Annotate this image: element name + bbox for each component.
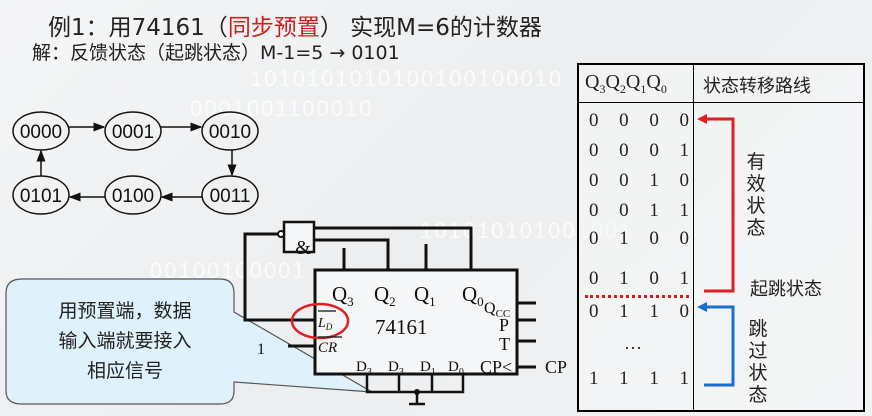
state-diagram: 0000 0001 0010 0011 0100 0101 bbox=[12, 111, 259, 215]
jump-divider-dotted bbox=[585, 295, 689, 298]
svg-text:0011: 0011 bbox=[210, 186, 251, 207]
title-suffix: ） 实现M=6的计数器 bbox=[319, 15, 542, 41]
inversion-bubble bbox=[277, 230, 285, 238]
transition-brackets bbox=[697, 114, 735, 387]
state-node: 0100 bbox=[104, 175, 162, 215]
state-node: 0010 bbox=[201, 111, 259, 151]
table-divider bbox=[693, 65, 694, 410]
header-state-bits: Q3Q2Q1Q0 bbox=[585, 71, 667, 96]
jump-state-label: 起跳状态 bbox=[750, 279, 822, 300]
callout-line: 输入端就要接入 bbox=[58, 330, 192, 352]
circuit-labels: & Q3 Q2 Q1 Q0 QCC P T CP< CP 74161 LD CR… bbox=[257, 237, 567, 378]
svg-text:CR: CR bbox=[318, 340, 337, 356]
svg-text:CP<: CP< bbox=[480, 357, 512, 377]
nand-gate bbox=[282, 220, 316, 254]
header-transition-path: 状态转移路线 bbox=[703, 76, 811, 97]
state-node: 0001 bbox=[104, 111, 162, 151]
callout-line: 用预置端，数据 bbox=[58, 300, 192, 322]
valid-state-bracket bbox=[704, 117, 735, 293]
skip-state-label: 跳过状态 bbox=[748, 318, 768, 406]
solution-subtitle: 解：反馈状态（起跳状态）M-1=5 → 0101 bbox=[32, 42, 400, 64]
svg-text:74161: 74161 bbox=[375, 315, 428, 339]
svg-text:CP: CP bbox=[545, 357, 567, 377]
state-node: 0011 bbox=[201, 175, 259, 215]
table-ellipsis: … bbox=[624, 333, 642, 353]
svg-text:0001: 0001 bbox=[112, 122, 154, 143]
state-node: 0101 bbox=[12, 175, 70, 215]
svg-text:1: 1 bbox=[257, 341, 265, 358]
circuit-74161 bbox=[243, 220, 536, 406]
svg-text:T: T bbox=[499, 334, 510, 354]
table-divider bbox=[579, 102, 863, 103]
svg-text:0000: 0000 bbox=[20, 122, 62, 143]
svg-text:&: & bbox=[295, 237, 311, 259]
title-highlight: 同步预置 bbox=[227, 15, 320, 41]
svg-text:P: P bbox=[499, 315, 509, 335]
arrow-left-icon bbox=[697, 302, 707, 312]
callout-line: 相应信号 bbox=[86, 360, 163, 382]
state-node: 0000 bbox=[12, 111, 70, 151]
state-transition-arrows bbox=[36, 122, 237, 202]
arrow-left-icon bbox=[697, 114, 707, 124]
callout-bubble bbox=[5, 278, 373, 405]
svg-text:0100: 0100 bbox=[112, 186, 154, 207]
ld-highlight-circle bbox=[290, 302, 350, 340]
skip-state-bracket bbox=[704, 305, 735, 387]
valid-state-label: 有效状态 bbox=[746, 151, 766, 239]
svg-text:0101: 0101 bbox=[20, 186, 62, 207]
page-title: 例1：用74161（同步预置） 实现M=6的计数器 bbox=[48, 8, 542, 42]
callout-text: 用预置端，数据 输入端就要接入 相应信号 bbox=[14, 296, 236, 386]
title-prefix: 例1：用74161（ bbox=[48, 15, 228, 41]
svg-text:0010: 0010 bbox=[209, 122, 251, 143]
